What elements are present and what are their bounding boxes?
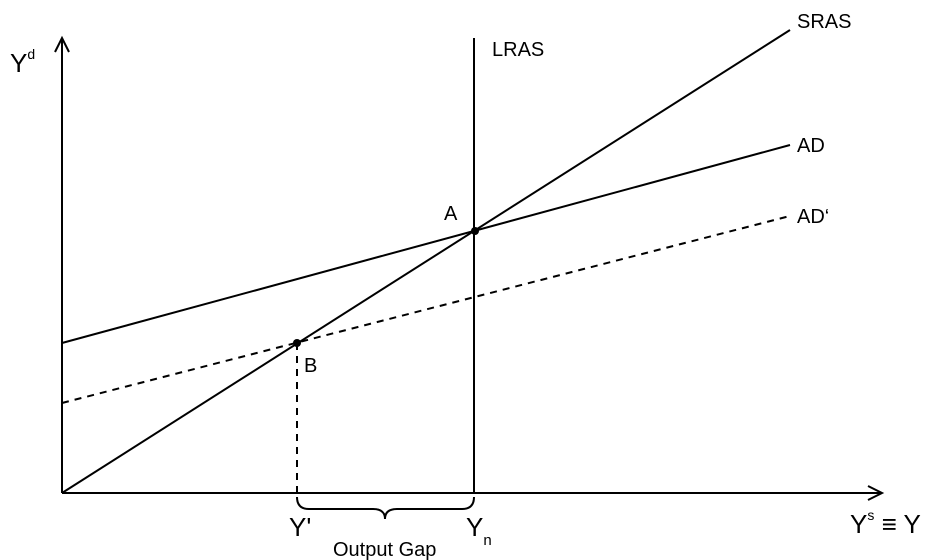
sras-label: SRAS (797, 11, 851, 33)
y-axis-label: Yd (10, 46, 35, 78)
point-b-dot (293, 339, 301, 347)
ad-label: AD (797, 135, 825, 157)
point-a-label: A (444, 203, 458, 225)
point-b-label: B (304, 355, 317, 377)
ad-line (61, 144, 791, 344)
y-n-label: Yn (466, 512, 492, 549)
lras-label: LRAS (492, 39, 544, 61)
output-gap-brace (296, 496, 475, 520)
x-axis-label: Ys ≡ Y (850, 507, 921, 539)
x-axis-arrowhead (867, 485, 885, 501)
output-gap-label: Output Gap (333, 539, 436, 560)
sras-line (61, 29, 791, 494)
point-a-dot (471, 227, 479, 235)
y-axis-arrowhead (54, 35, 70, 53)
ad-prime-label: AD‘ (797, 206, 829, 228)
y-prime-label: Y' (289, 512, 311, 542)
ad-prime-line (61, 215, 791, 404)
